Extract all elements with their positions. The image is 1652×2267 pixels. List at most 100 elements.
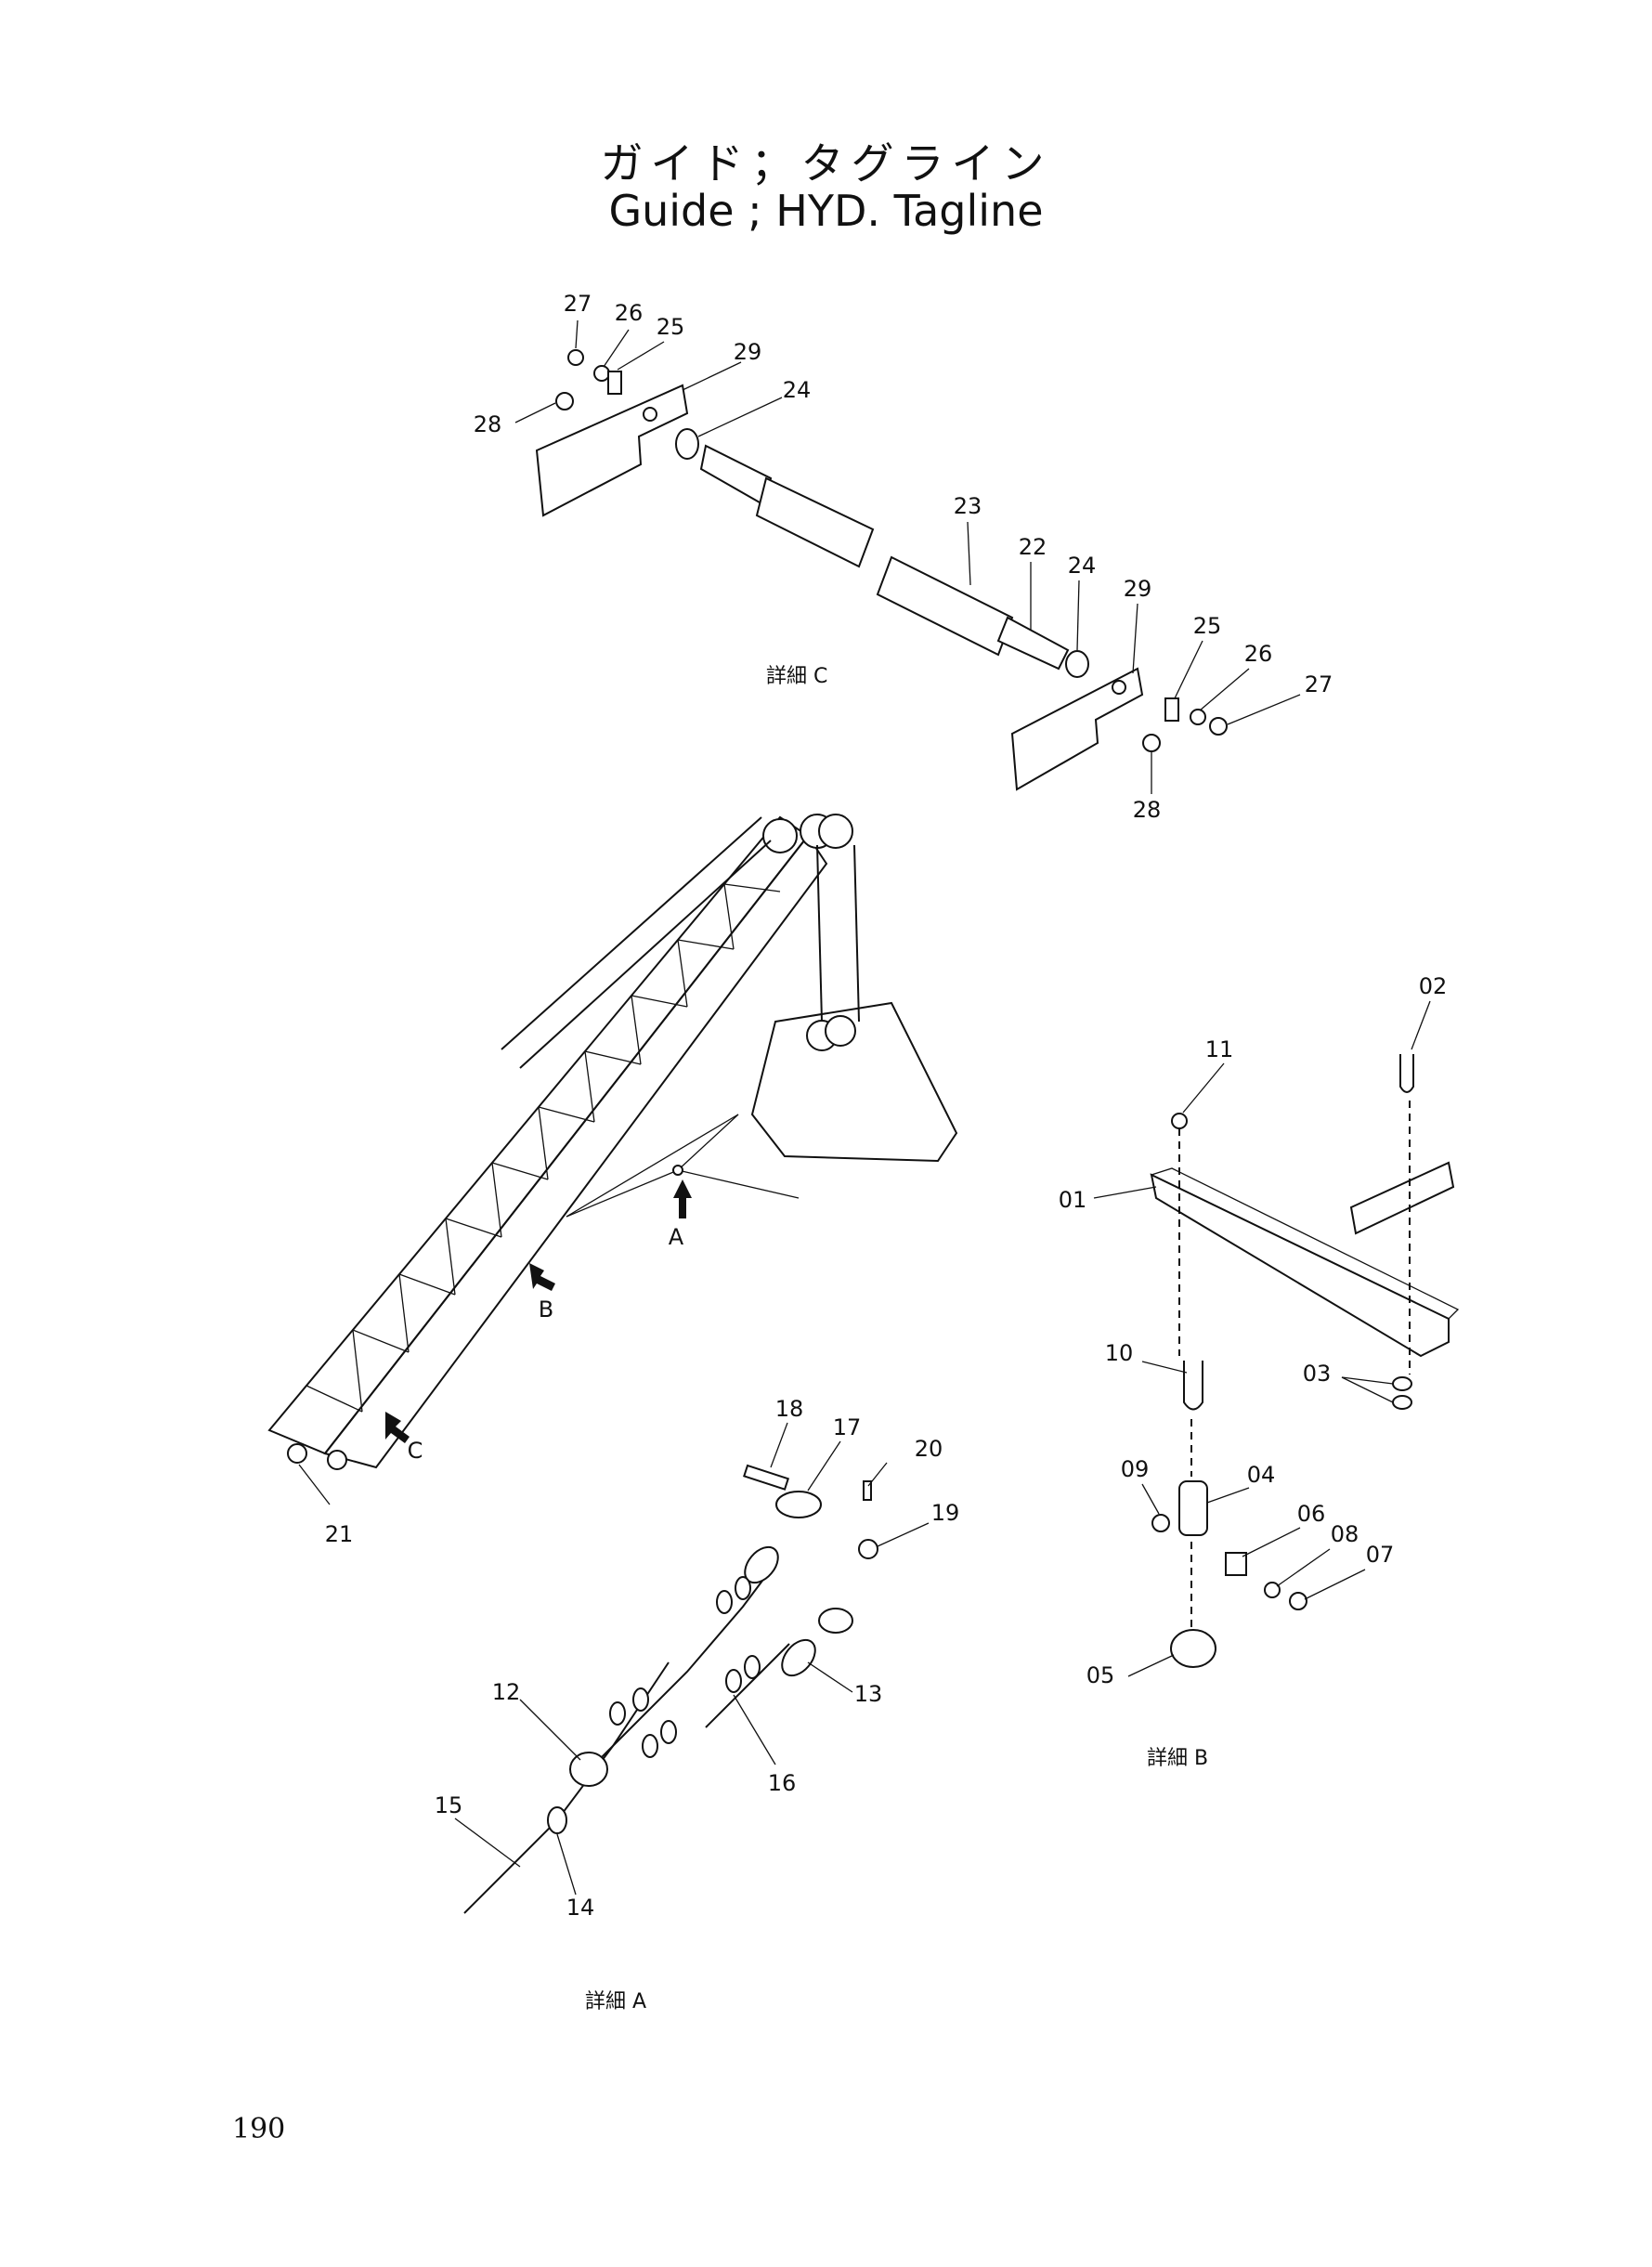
nut-19 — [858, 1539, 878, 1559]
callout-07: 07 — [1366, 1542, 1395, 1568]
cylinder-rod-end — [699, 444, 773, 508]
callout-19: 19 — [931, 1500, 960, 1526]
callout-16: 16 — [768, 1770, 797, 1796]
plate-25-right — [1164, 697, 1179, 722]
callout-05: 05 — [1086, 1662, 1115, 1688]
shackle-lower — [818, 1608, 853, 1634]
callout-26-right: 26 — [1244, 641, 1273, 667]
plate-25-left — [607, 371, 622, 395]
washer-26-left — [593, 365, 610, 382]
callout-04: 04 — [1247, 1462, 1276, 1488]
bolt-07 — [1289, 1592, 1307, 1610]
nut-11 — [1171, 1113, 1188, 1129]
boom-sheave-3 — [818, 814, 853, 849]
callout-13: 13 — [854, 1681, 883, 1707]
callout-15: 15 — [435, 1792, 463, 1818]
callout-09: 09 — [1121, 1456, 1150, 1482]
boom-foot-pin-right — [327, 1450, 347, 1470]
callout-23: 23 — [954, 493, 982, 519]
marker-c: C — [408, 1438, 423, 1464]
crane-boom-main: 21 A B C — [267, 814, 958, 1547]
callout-01: 01 — [1059, 1187, 1087, 1213]
callout-08: 08 — [1331, 1521, 1359, 1547]
page-number: 190 — [232, 2113, 286, 2145]
nut-03-b — [1392, 1395, 1412, 1410]
callout-06: 06 — [1297, 1501, 1326, 1527]
cylinder-body-lower — [876, 555, 1014, 657]
boom-lattice — [306, 883, 781, 1413]
marker-b: B — [539, 1296, 553, 1322]
bracket-04 — [1178, 1480, 1208, 1536]
bolt-28-right — [1142, 734, 1161, 752]
pipe — [1349, 1161, 1455, 1235]
rope-16 — [705, 1643, 790, 1728]
callout-20: 20 — [915, 1436, 943, 1462]
callout-26: 26 — [615, 300, 644, 326]
bracket-plate-right — [1010, 667, 1144, 791]
callout-21: 21 — [325, 1521, 354, 1547]
plate-06 — [1225, 1552, 1247, 1576]
bushing-24-right — [1065, 650, 1089, 678]
callout-27: 27 — [564, 291, 592, 317]
rope-upper — [593, 1569, 772, 1765]
arrow-c-icon — [385, 1412, 410, 1443]
bolt-28-left — [555, 392, 574, 410]
shackle-17 — [775, 1491, 822, 1518]
boom-sheave-1 — [762, 818, 798, 853]
clip-14 — [547, 1806, 567, 1834]
u-bolt-02 — [1399, 1054, 1414, 1093]
bushing-24-left — [675, 428, 699, 460]
detail-b-assembly: 02 11 01 10 03 09 04 06 08 07 05 詳細 B — [1059, 973, 1460, 1770]
piston-rod-22 — [996, 616, 1070, 671]
detail-c-assembly: 27 26 25 29 24 28 23 22 24 29 25 26 27 2… — [474, 291, 1333, 823]
callout-22: 22 — [1019, 534, 1047, 560]
bolt-18 — [743, 1464, 790, 1491]
bolt-27-right — [1209, 717, 1228, 736]
detail-c-label: 詳細 C — [766, 665, 827, 688]
roller-05 — [1170, 1629, 1216, 1668]
bolt-27-left — [567, 349, 584, 366]
detail-a-label: 詳細 A — [585, 1990, 646, 2013]
callout-25: 25 — [657, 314, 685, 340]
callout-10: 10 — [1105, 1340, 1134, 1366]
arrow-a-icon — [673, 1179, 692, 1218]
thimble-13 — [781, 1638, 816, 1677]
pin-hole-right — [1112, 680, 1126, 695]
hook-sheave-2 — [825, 1015, 856, 1047]
pin-20 — [863, 1480, 872, 1501]
marker-a: A — [669, 1224, 684, 1250]
callout-02: 02 — [1419, 973, 1448, 999]
page-title-japanese: ガイド；タグライン — [600, 138, 1052, 189]
callout-29-right: 29 — [1124, 576, 1152, 602]
boom-outline-right — [323, 834, 828, 1469]
callout-03: 03 — [1303, 1361, 1332, 1387]
callout-11: 11 — [1205, 1036, 1234, 1062]
nut-03-a — [1392, 1376, 1412, 1391]
callout-17: 17 — [833, 1414, 862, 1440]
pin-hole-left — [643, 407, 657, 422]
callout-28: 28 — [474, 411, 502, 437]
callout-24: 24 — [783, 377, 812, 403]
bolt-09 — [1151, 1514, 1170, 1532]
rope-clips — [609, 1576, 761, 1758]
detail-b-label: 詳細 B — [1147, 1747, 1208, 1770]
washer-08 — [1264, 1582, 1281, 1598]
bucket — [750, 1001, 958, 1163]
callout-25-right: 25 — [1193, 613, 1222, 639]
washer-26-right — [1190, 709, 1206, 725]
callout-29: 29 — [734, 339, 762, 365]
callout-28-right: 28 — [1133, 797, 1162, 823]
callout-14: 14 — [566, 1895, 595, 1921]
u-bolt-10 — [1183, 1361, 1203, 1411]
ring-12 — [569, 1752, 608, 1787]
callout-24-right: 24 — [1068, 553, 1097, 579]
point-a — [672, 1165, 683, 1176]
callout-18: 18 — [775, 1396, 804, 1422]
callout-12: 12 — [492, 1679, 521, 1705]
page-title-english: Guide ; HYD. Tagline — [608, 186, 1044, 236]
arrow-b-icon — [529, 1263, 555, 1291]
boom-outline-left — [267, 815, 810, 1455]
callout-27-right: 27 — [1305, 671, 1333, 697]
detail-a-assembly: 18 17 20 19 13 12 16 15 14 詳細 A — [435, 1396, 960, 2013]
